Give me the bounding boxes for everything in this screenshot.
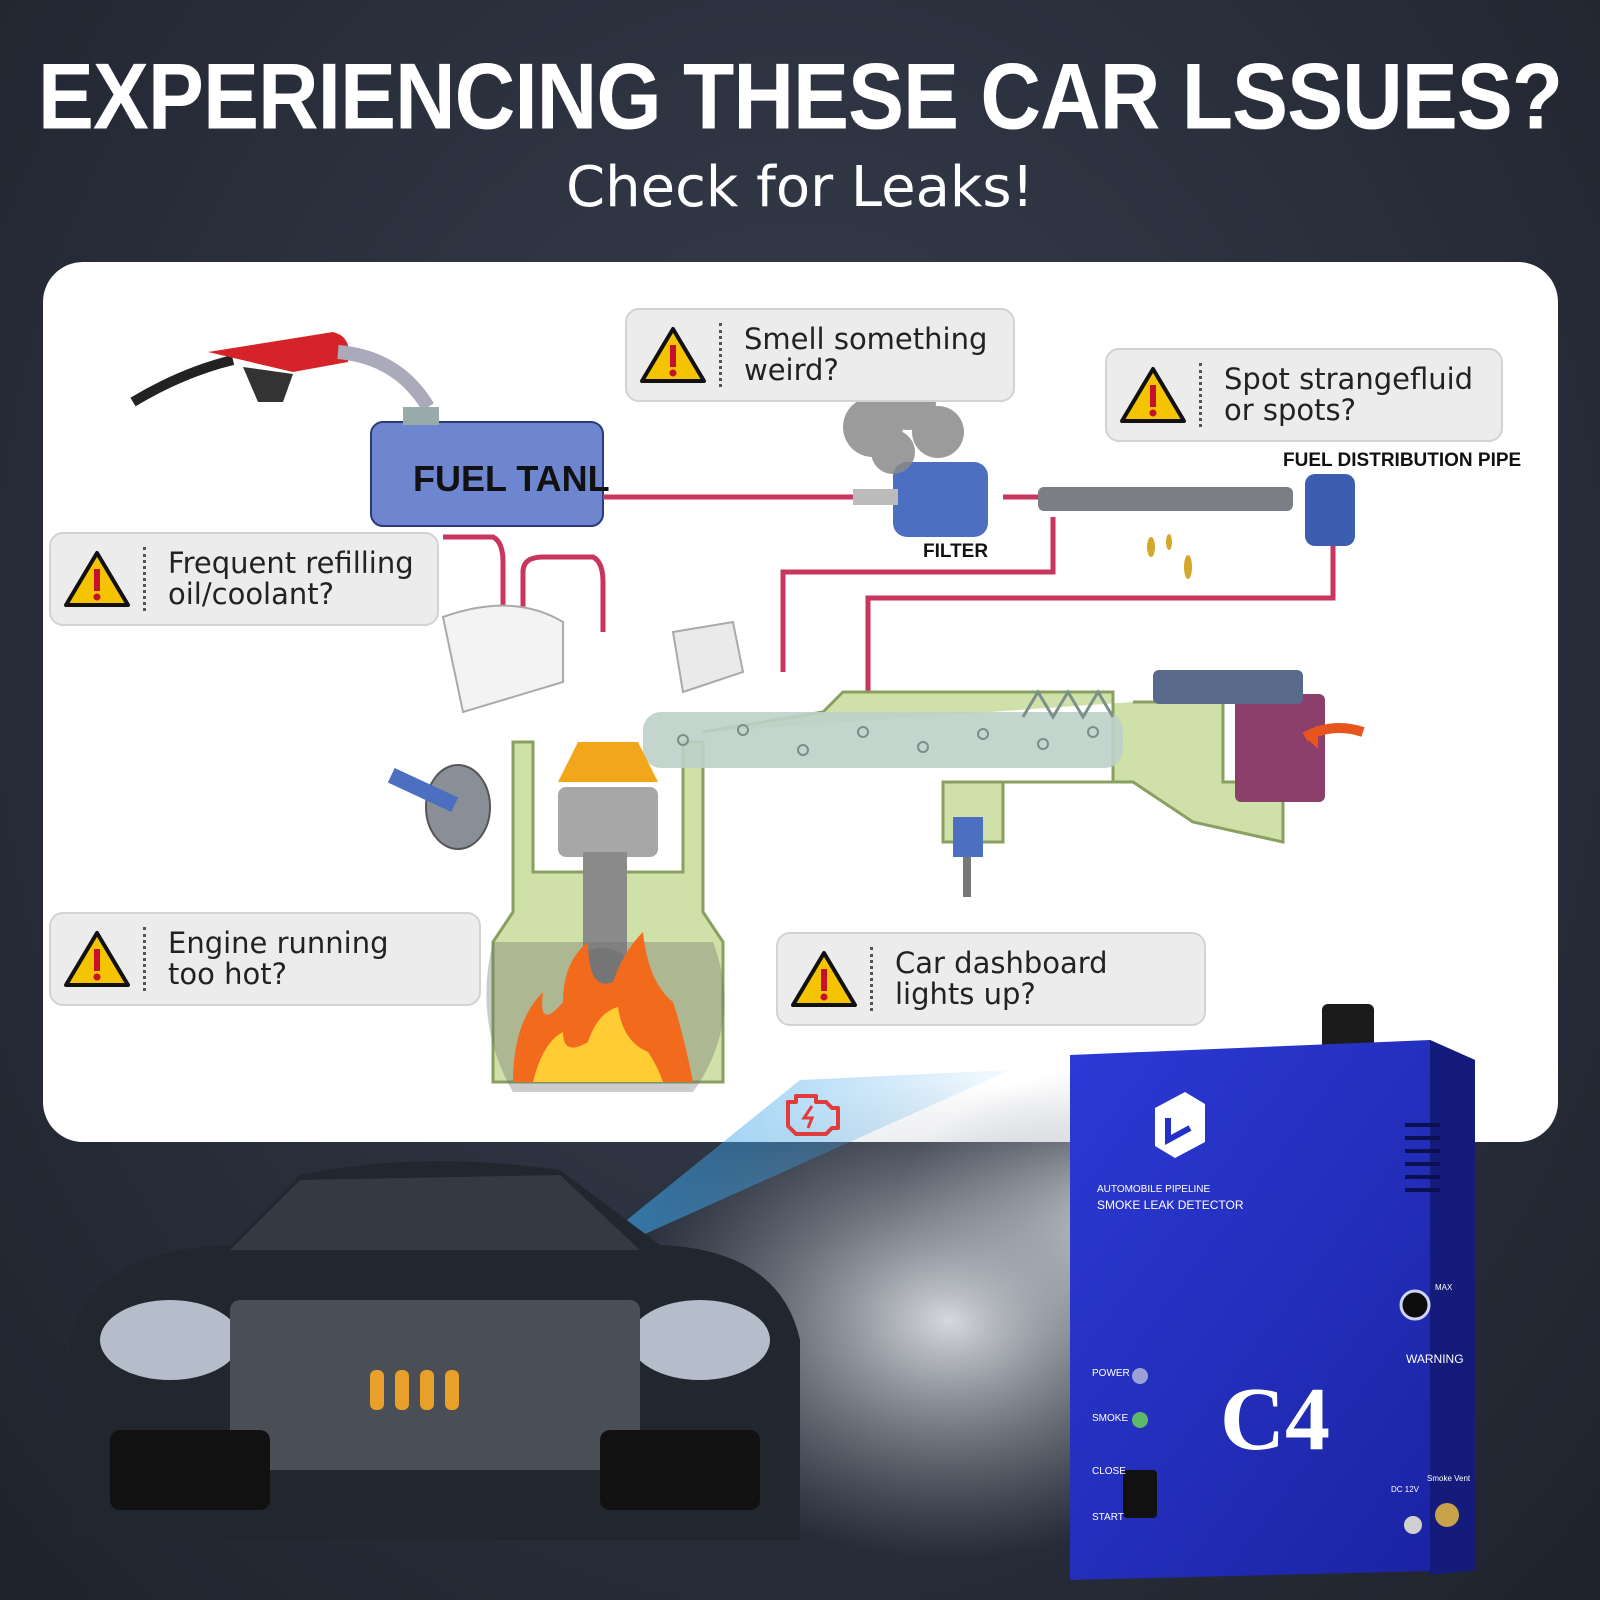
callout-fluid-text: Spot strangefluid or spots? xyxy=(1224,362,1474,427)
engine-fire xyxy=(513,932,693,1082)
device-smoke-label: SMOKE xyxy=(1092,1413,1129,1424)
callout-fluid: Spot strangefluid or spots? xyxy=(1105,348,1503,442)
callout-hot-text: Engine running too hot? xyxy=(168,926,389,991)
callout-smell: Smell something weird? xyxy=(625,308,1015,402)
subheadline: Check for Leaks! xyxy=(566,155,1034,220)
device-dc-label: DC 12V xyxy=(1391,1485,1420,1494)
callout-smell-text: Smell something weird? xyxy=(744,322,988,387)
smoke-leak-detector-device xyxy=(1070,1004,1475,1580)
check-engine-icon xyxy=(786,1094,840,1136)
device-max-label: MAX xyxy=(1435,1283,1453,1292)
device-power-label: POWER xyxy=(1092,1368,1130,1379)
device-line2: SMOKE LEAK DETECTOR xyxy=(1097,1198,1244,1212)
warning-icon xyxy=(640,327,706,383)
device-warning-label: WARNING xyxy=(1406,1352,1464,1366)
headline: EXPERIENCING THESE CAR LSSUES? xyxy=(37,43,1563,149)
device-vent-label: Smoke Vent xyxy=(1427,1474,1471,1483)
warning-icon xyxy=(1120,367,1186,423)
device-line1: AUTOMOBILE PIPELINE xyxy=(1097,1184,1211,1195)
engine-diagram xyxy=(130,332,1365,1092)
warning-icon xyxy=(64,931,130,987)
car-illustration xyxy=(70,1161,800,1540)
callout-dashboard-text: Car dashboard lights up? xyxy=(895,946,1108,1011)
callout-dashboard: Car dashboard lights up? xyxy=(776,932,1206,1026)
fuel-tank-label: FUEL TANL xyxy=(413,458,610,499)
fuel-nozzle-icon xyxy=(130,332,435,411)
callout-refill-text: Frequent refilling oil/coolant? xyxy=(168,546,414,611)
callout-hot: Engine running too hot? xyxy=(49,912,481,1006)
warning-icon xyxy=(791,951,857,1007)
diagram-panel: FUEL TANL FILTER FUEL DISTRIBUTION PIPE … xyxy=(43,262,1558,1142)
callout-refill: Frequent refilling oil/coolant? xyxy=(49,532,439,626)
device-model: C4 xyxy=(1220,1370,1330,1469)
warning-icon xyxy=(64,551,130,607)
device-start-label: START xyxy=(1092,1512,1124,1523)
fuel-distribution-pipe-label: FUEL DISTRIBUTION PIPE xyxy=(1283,450,1522,471)
device-close-label: CLOSE xyxy=(1092,1466,1126,1477)
filter-label: FILTER xyxy=(923,541,989,562)
